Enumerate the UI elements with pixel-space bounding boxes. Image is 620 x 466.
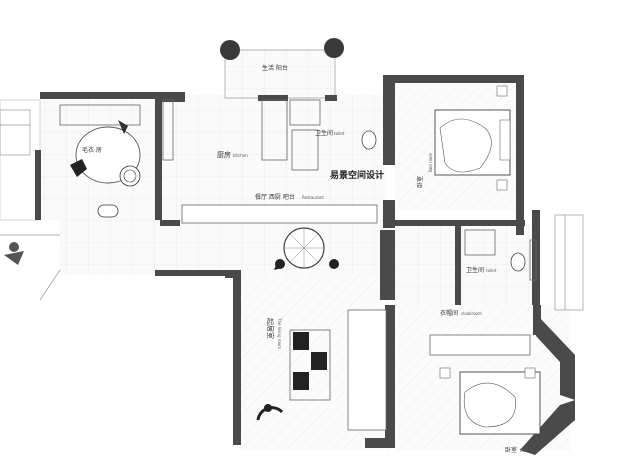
study-table [70,120,141,218]
bed-bottom [439,367,541,435]
person-icon [4,242,24,265]
fixtures [59,99,537,431]
dining-table [275,227,339,269]
brand-label: 易景空间设计 [330,169,384,181]
dining-label-en: Restaurant [302,195,324,200]
living-furniture [293,332,327,390]
toilet-top-label-en: toilet [334,131,345,136]
room-labels: 生活 阳台 毛衣 房 厨房 kitchen 卫生间 toilet 餐厅 西厨 吧… [82,64,539,454]
bed-top [434,85,511,191]
bedroom-bottom-label-en: Bed room [520,448,539,453]
toilet-top-label: 卫生间 [315,129,333,137]
kitchen-label: 厨房 [217,150,231,159]
lounge-chair [256,260,284,421]
balcony-label: 生活 阳台 [262,64,288,72]
study-label: 毛衣 房 [82,146,102,154]
bedroom-top-label: 卧室 [416,176,424,188]
toilet-mid-label: 卫生间 [466,266,484,274]
toilet-fixtures [361,130,526,272]
dining-label: 餐厅 西厨 吧台 [255,193,295,201]
cloakroom-label: 衣帽间 [440,309,458,317]
living-label-en: The living room [277,317,282,349]
toilet-mid-label-en: toilet [486,268,497,273]
cloakroom-label-en: cloakroom [461,311,482,316]
kitchen-label-en: kitchen [233,153,248,158]
living-label: 起居室 [266,318,275,339]
bedroom-top-label-en: Bed room [428,153,433,172]
walls [35,75,575,455]
columns [220,38,344,60]
bedroom-bottom-label: 卧室 [505,446,517,454]
